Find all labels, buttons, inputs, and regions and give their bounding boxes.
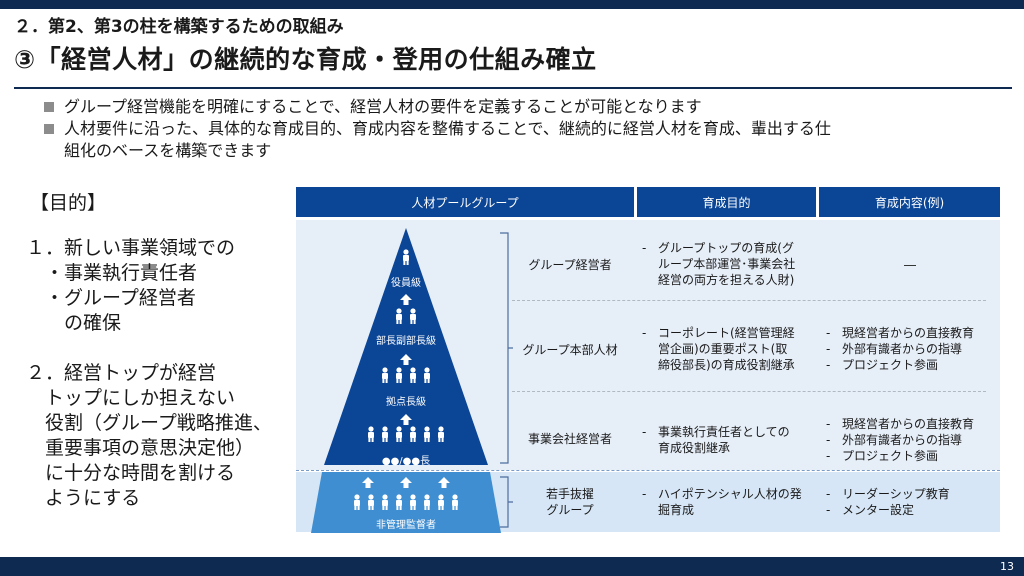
person-icon <box>396 426 402 442</box>
level-label: ●●/●●長 <box>382 455 430 467</box>
bottom-bar <box>0 557 1024 576</box>
purpose-item: -グループトップの育成(グ ループ本部運営･事業会社 経営の両方を担える人財) <box>642 241 796 287</box>
person-icon <box>368 494 374 510</box>
arrow-up-icon <box>438 477 450 488</box>
level-label: 非管理監督者 <box>376 518 436 531</box>
talent-pyramid: 役員級 部長副部長級 拠点長級 ●●/●●長 非管理監督者 <box>311 228 501 533</box>
arrow-up-icon <box>362 477 374 488</box>
top-bar <box>0 0 1024 9</box>
person-icon <box>368 426 374 442</box>
purpose-label: 【目的】 <box>30 192 107 214</box>
purpose-item: -コーポレート(経営管理経 営企画)の重要ポスト(取 締役部長)の育成役割継承 <box>642 326 795 372</box>
person-icon <box>354 494 360 510</box>
person-icon <box>396 367 402 383</box>
content-item: -現経営者からの直接教育 <box>826 417 975 431</box>
bullet-text: 人材要件に沿った、具体的な育成目的、育成内容を整備することで、継続的に経営人材を… <box>64 119 831 160</box>
level-label: 部長副部長級 <box>376 334 436 347</box>
bullet-item: グループ経営機能を明確にすることで、経営人材の要件を定義することが可能となります <box>44 96 1004 118</box>
pyramid-base <box>311 472 501 533</box>
content-item: -プロジェクト参画 <box>826 449 939 463</box>
purpose-cell: -コーポレート(経営管理経 営企画)の重要ポスト(取 締役部長)の育成役割継承 <box>642 325 818 373</box>
content-item: -外部有識者からの指導 <box>826 342 963 356</box>
level-label: 拠点長級 <box>386 395 426 408</box>
arrow-up-icon <box>400 354 412 365</box>
purpose-item: -事業執行責任者としての 育成役割継承 <box>642 425 790 455</box>
row-separator <box>512 391 986 392</box>
title-rule <box>14 87 1012 89</box>
role-group-executive: グループ経営者 <box>528 258 612 272</box>
purpose-cell: -グループトップの育成(グ ループ本部運営･事業会社 経営の両方を担える人財) <box>642 240 818 288</box>
person-icon <box>424 367 430 383</box>
header-content: 育成内容(例) <box>819 187 1000 217</box>
person-icon <box>410 426 416 442</box>
content-none: ― <box>904 258 916 272</box>
bullet-list: グループ経営機能を明確にすることで、経営人材の要件を定義することが可能となります… <box>44 96 1004 162</box>
purpose-item: -ハイポテンシャル人材の発 掘育成 <box>642 487 802 517</box>
purpose-text: １．新しい事業領域での ・事業執行責任者 ・グループ経営者 の確保 ２．経営トッ… <box>26 237 272 509</box>
section-subtitle: ２．第2、第3の柱を構築するための取組み <box>14 17 344 37</box>
person-icon <box>410 494 416 510</box>
square-bullet-icon <box>44 102 54 112</box>
band-divider <box>296 470 1000 471</box>
role-subsidiary-executive: 事業会社経営者 <box>527 432 612 446</box>
pyramid-upper <box>324 228 488 465</box>
page-number: 13 <box>1000 560 1014 573</box>
person-icon <box>396 494 402 510</box>
bullet-item: 人材要件に沿った、具体的な育成目的、育成内容を整備することで、継続的に経営人材を… <box>44 118 1004 162</box>
content-item: -現経営者からの直接教育 <box>826 326 975 340</box>
arrow-up-icon <box>400 477 412 488</box>
page-title: ③「経営人材」の継続的な育成・登用の仕組み確立 <box>14 45 597 74</box>
person-icon <box>382 494 388 510</box>
content-item: -リーダーシップ教育 <box>826 487 950 501</box>
person-icon <box>396 308 402 324</box>
person-icon <box>410 367 416 383</box>
person-icon <box>424 426 430 442</box>
person-icon <box>382 426 388 442</box>
content-item: -メンター設定 <box>826 503 915 517</box>
person-icon <box>438 426 444 442</box>
content-cell: -現経営者からの直接教育 -外部有識者からの指導 -プロジェクト参画 <box>826 416 1000 464</box>
person-icon <box>424 494 430 510</box>
content-cell: -現経営者からの直接教育 -外部有識者からの指導 -プロジェクト参画 <box>826 325 1000 373</box>
person-icon <box>410 308 416 324</box>
purpose-cell: -事業執行責任者としての 育成役割継承 <box>642 424 818 456</box>
arrow-up-icons <box>362 294 450 488</box>
person-icon <box>403 249 409 265</box>
content-cell: -リーダーシップ教育 -メンター設定 <box>826 486 1000 518</box>
person-icon <box>382 367 388 383</box>
square-bullet-icon <box>44 124 54 134</box>
arrow-up-icon <box>400 294 412 305</box>
header-purpose: 育成目的 <box>637 187 816 217</box>
level-label: 役員級 <box>391 276 421 289</box>
purpose-cell: -ハイポテンシャル人材の発 掘育成 <box>642 486 818 518</box>
role-group-hq: グループ本部人材 <box>522 343 618 357</box>
person-icon <box>438 494 444 510</box>
person-icon <box>452 494 458 510</box>
content-item: -外部有識者からの指導 <box>826 433 963 447</box>
header-talent-pool: 人材プールグループ <box>296 187 634 217</box>
bullet-text: グループ経営機能を明確にすることで、経営人材の要件を定義することが可能となります <box>64 97 702 116</box>
arrow-up-icon <box>400 414 412 425</box>
bracket-lines <box>500 232 513 528</box>
content-item: -プロジェクト参画 <box>826 358 939 372</box>
person-icons <box>354 249 458 510</box>
row-separator <box>512 300 986 301</box>
role-young-talent: 若手抜擢 グループ <box>545 487 594 517</box>
